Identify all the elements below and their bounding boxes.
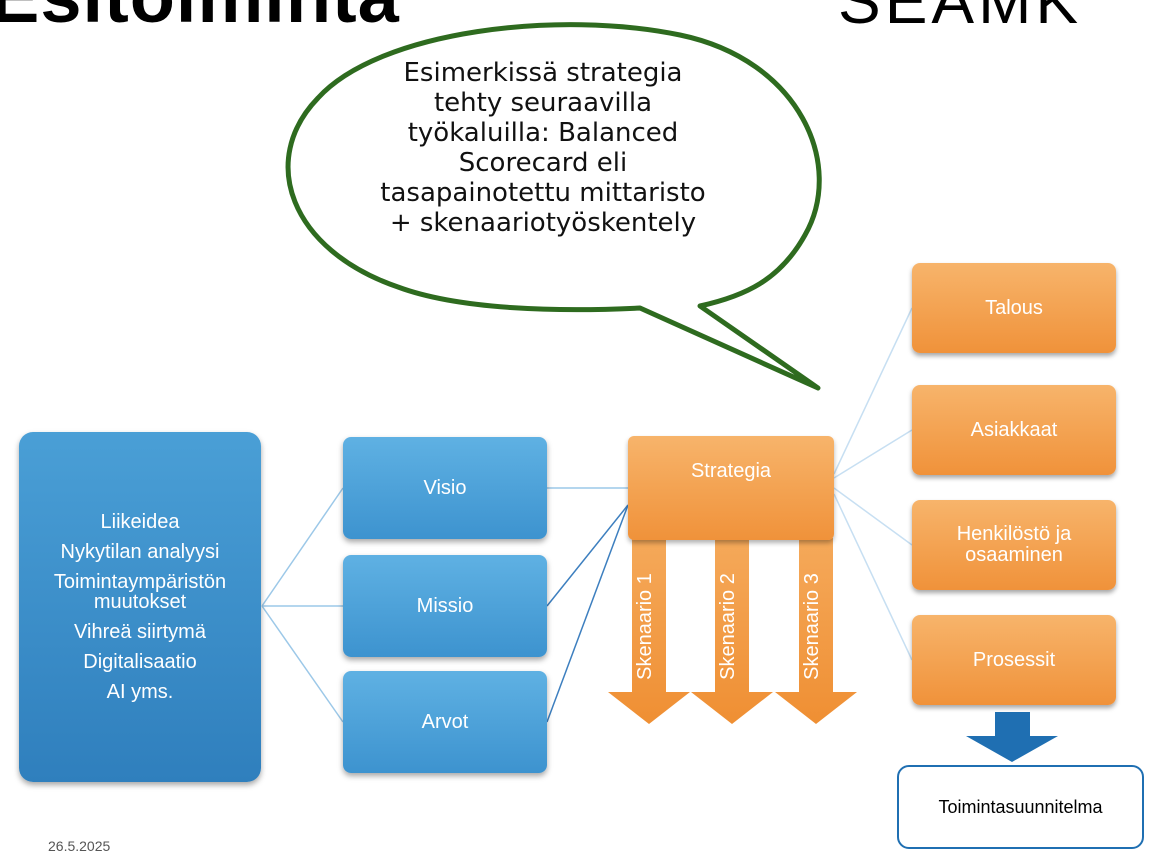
- seamk-logo: SEAMK: [838, 0, 1083, 37]
- connector-left-arvot: [261, 605, 344, 723]
- factor-line: AI yms.: [106, 681, 174, 703]
- factor-line: Nykytilan analyysi: [60, 541, 220, 563]
- callout-line: Esimerkissä strategia: [403, 58, 683, 88]
- asiakkaat-box: Asiakkaat: [912, 385, 1116, 475]
- factor-line: muutokset: [93, 591, 187, 613]
- factor-line: Toimintaympäristön: [53, 571, 227, 593]
- scenario-arrow-3: [775, 538, 857, 724]
- henkilosto-line: osaaminen: [965, 544, 1063, 566]
- scenario-label-2: Skenaario 2: [716, 573, 739, 680]
- callout-line: tasapainotettu mittaristo: [380, 178, 706, 208]
- page-title-fragment: Esitoiminta: [0, 0, 400, 39]
- connector-left-visio: [261, 487, 344, 607]
- prosessit-box: Prosessit: [912, 615, 1116, 705]
- henkilosto-line: Henkilöstö ja: [956, 523, 1072, 545]
- scenario-label-3: Skenaario 3: [800, 573, 823, 680]
- connector-missio-strategy: [546, 504, 629, 607]
- arvot-box: Arvot: [343, 671, 547, 773]
- scenario-arrow-2: [691, 538, 773, 724]
- strategy-box: Strategia: [628, 436, 834, 540]
- scenario-arrow-1: [608, 538, 690, 724]
- factor-line: Liikeidea: [100, 511, 180, 533]
- factor-line: Vihreä siirtymä: [74, 621, 206, 643]
- callout-line: työkaluilla: Balanced: [407, 118, 679, 148]
- connector-strategy-asiakkaat: [833, 429, 913, 479]
- action-plan-box: Toimintasuunnitelma: [897, 765, 1144, 849]
- footer-date: 26.5.2025: [48, 838, 111, 854]
- background-factors-box: Liikeidea Nykytilan analyysi Toimintaymp…: [19, 432, 261, 782]
- connector-arvot-strategy: [546, 504, 629, 723]
- connector-strategy-talous: [833, 307, 913, 475]
- scenario-label-1: Skenaario 1: [633, 573, 656, 680]
- connector-strategy-henkilosto: [833, 487, 913, 546]
- callout-line: + skenaariotyöskentely: [389, 208, 697, 238]
- strategy-label: Strategia: [690, 460, 772, 482]
- connector-strategy-prosessit: [833, 493, 913, 661]
- callout-line: tehty seuraavilla: [433, 88, 653, 118]
- callout-text: Esimerkissä strategia tehty seuraavilla …: [368, 58, 718, 238]
- visio-box: Visio: [343, 437, 547, 539]
- missio-box: Missio: [343, 555, 547, 657]
- down-arrow-icon: [966, 712, 1058, 762]
- callout-line: Scorecard eli: [458, 148, 628, 178]
- factor-line: Digitalisaatio: [83, 651, 197, 673]
- speech-bubble: [285, 22, 822, 391]
- henkilosto-box: Henkilöstö ja osaaminen: [912, 500, 1116, 590]
- talous-box: Talous: [912, 263, 1116, 353]
